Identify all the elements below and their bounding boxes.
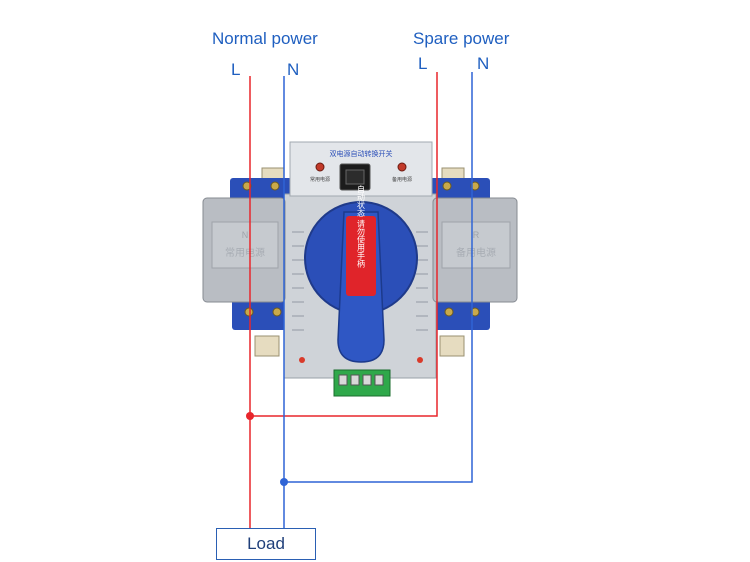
right-cover-window [441, 221, 511, 269]
left-terminal-block-bottom [232, 296, 292, 330]
bottom-led-right [417, 357, 423, 363]
left-cover-window [211, 221, 279, 269]
spare-power-title: Spare power [413, 29, 510, 48]
right-cover-mark: R [473, 230, 480, 240]
handle-warning-text: 自动状态 请勿使用手柄 [357, 184, 366, 269]
body-vents [292, 231, 428, 331]
indicator-label-spare: 备用电源 [392, 176, 412, 183]
normal-neutral-label: N [287, 60, 300, 79]
spare-live-wire [250, 72, 438, 417]
spare-live-label: L [418, 54, 428, 73]
indicator-led-spare [397, 162, 407, 172]
bottom-led-left [299, 357, 305, 363]
wiring [249, 72, 473, 528]
terminal-screws [242, 181, 480, 317]
neutral-junction-dot [280, 478, 288, 486]
load-box: Load [216, 528, 316, 560]
handle-warning-label [346, 216, 376, 296]
mount-foot-bottom-left [254, 335, 280, 357]
mode-toggle-rocker [345, 169, 365, 185]
left-cover-mark: N [242, 230, 249, 240]
normal-live-label: L [231, 60, 241, 79]
load-label: Load [247, 534, 285, 553]
panel-header-text: 双电源自动转换开关 [330, 149, 393, 158]
right-terminal-block-bottom [430, 296, 490, 330]
mount-foot-bottom-right [439, 335, 465, 357]
normal-power-title: Normal power [212, 29, 318, 48]
spare-neutral-wire [284, 72, 473, 483]
control-terminal-screws [338, 374, 384, 386]
spare-neutral-label: N [477, 54, 490, 73]
live-junction-dot [246, 412, 254, 420]
indicator-led-normal [315, 162, 325, 172]
indicator-label-normal: 常用电源 [310, 176, 330, 183]
left-cover-text: 常用电源 [225, 246, 265, 259]
right-cover-text: 备用电源 [456, 246, 496, 259]
